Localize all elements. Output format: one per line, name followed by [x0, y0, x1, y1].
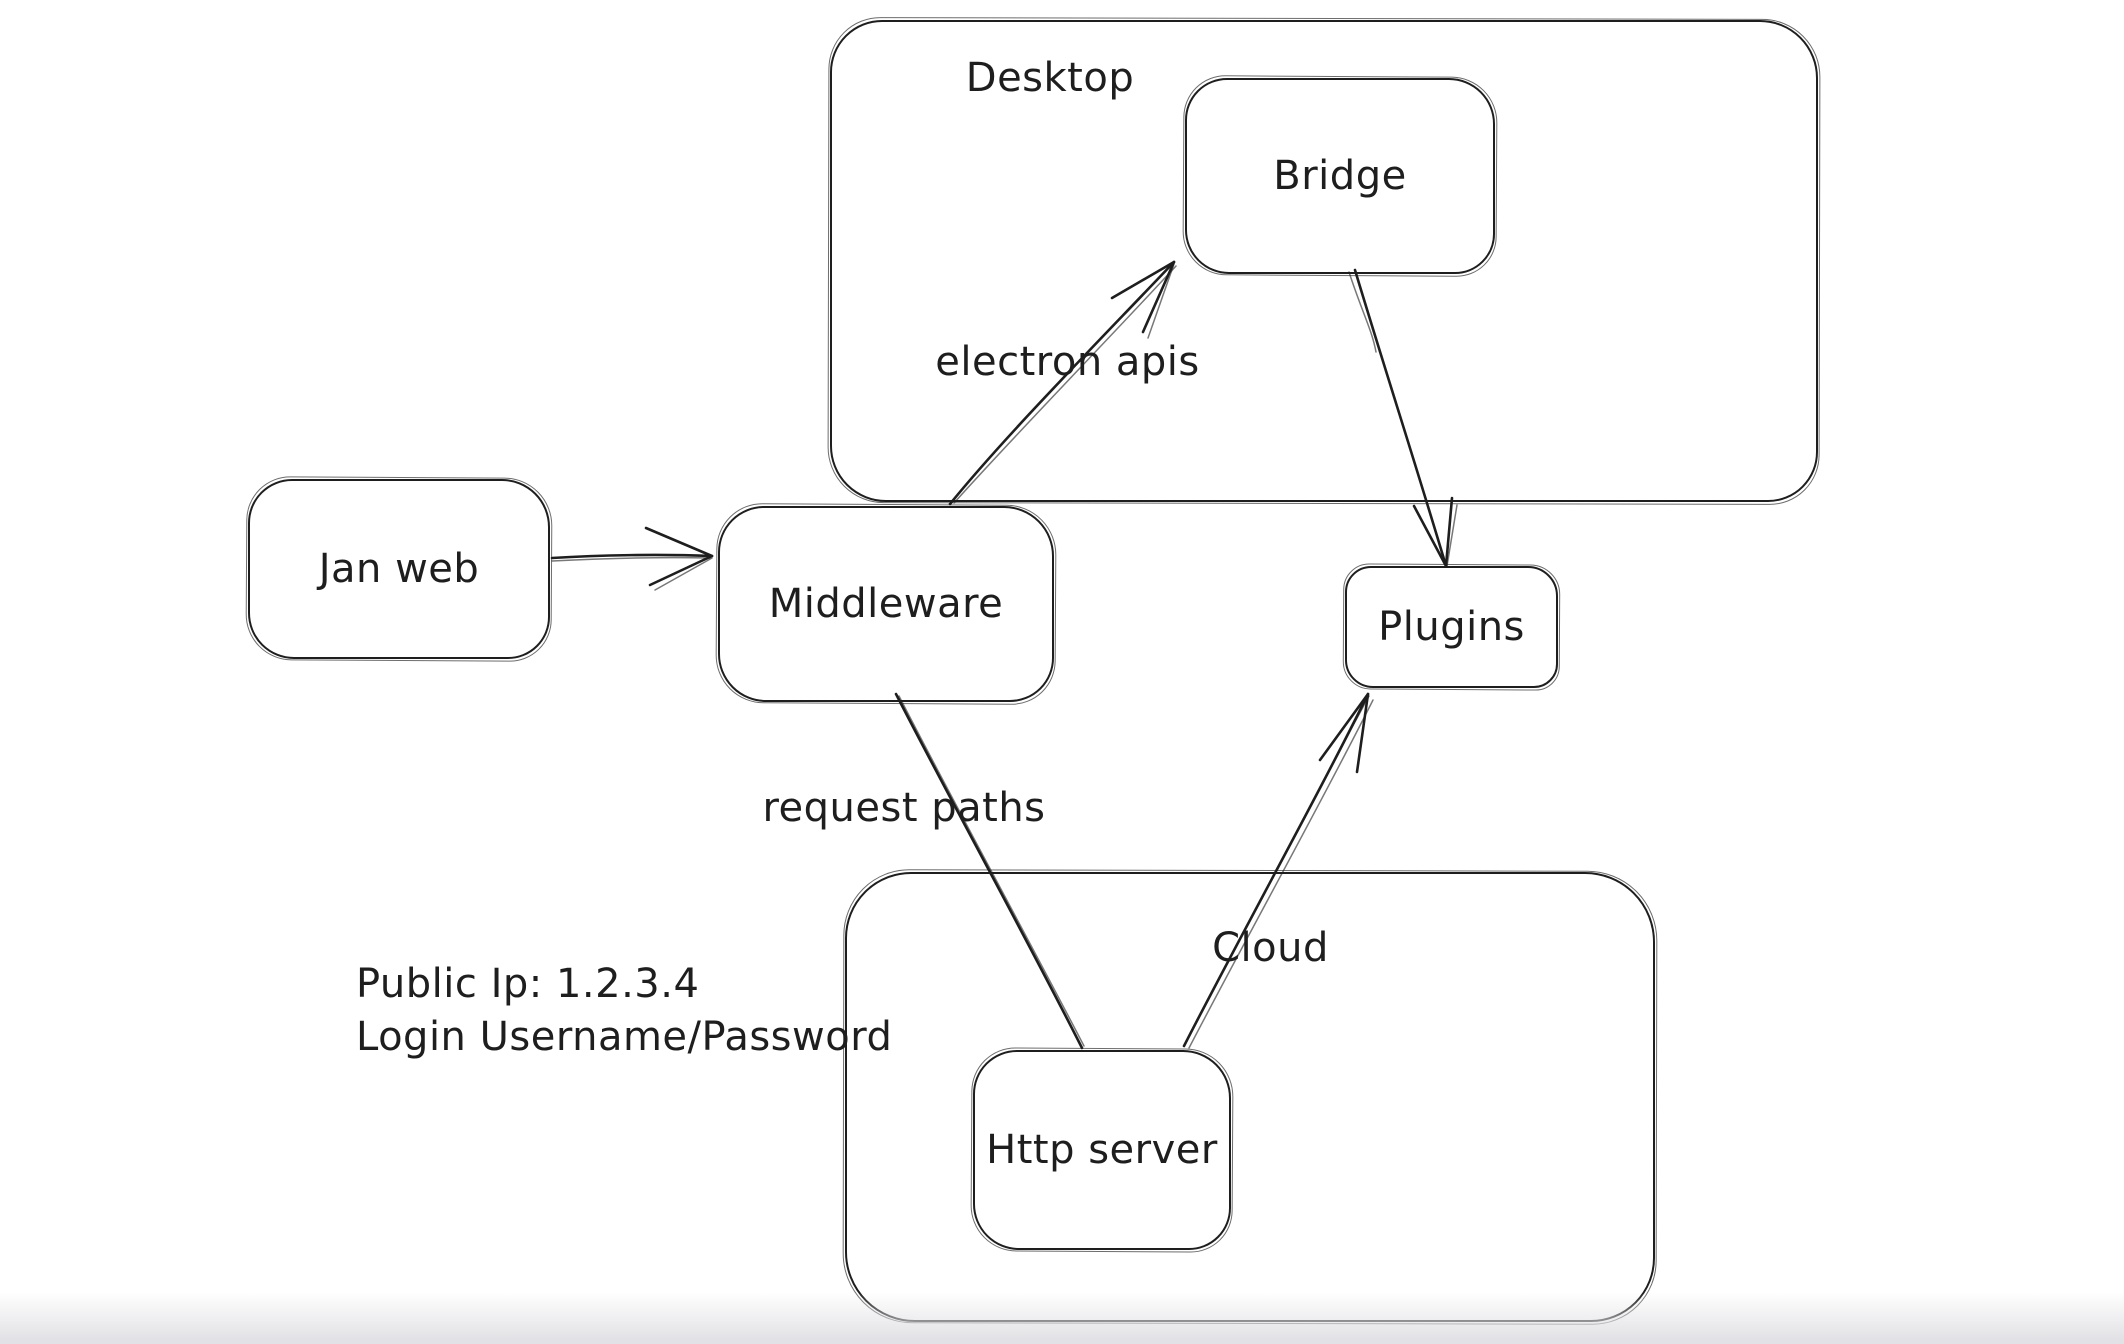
- node-plugins[interactable]: Plugins: [1345, 566, 1558, 688]
- arrow-middleware-to-bridge-shaft: [948, 260, 1176, 506]
- arrow-jan-web-to-middleware[interactable]: [550, 526, 714, 591]
- arrow-http-server-to-plugins-head: [1318, 692, 1370, 774]
- arrow-bridge-to-plugins-shaft-ghost: [1348, 271, 1377, 353]
- bottom-edge-fade: [0, 1292, 2124, 1344]
- cloud-container-title[interactable]: Cloud: [1203, 922, 1338, 974]
- arrow-middleware-to-bridge-head-ghost: [1147, 263, 1175, 339]
- arrow-jan-web-to-middleware-shaft: [550, 553, 714, 560]
- arrow-jan-web-to-middleware-shaft-ghost: [551, 556, 711, 562]
- arrow-bridge-to-plugins[interactable]: [1348, 268, 1458, 568]
- edge-label-electron-apis[interactable]: electron apis: [930, 336, 1205, 388]
- edge-label-request-paths-text: request paths: [762, 785, 1046, 831]
- node-bridge-label: Bridge: [1273, 153, 1407, 199]
- line-middleware-to-http-server[interactable]: [894, 692, 1085, 1050]
- arrow-bridge-to-plugins-head-ghost: [1446, 504, 1458, 567]
- cloud-container-title-text: Cloud: [1212, 925, 1329, 971]
- edge-label-request-paths[interactable]: request paths: [758, 782, 1050, 834]
- credentials-note-line2: Login Username/Password: [356, 1014, 893, 1060]
- arrow-http-server-to-plugins-shaft-ghost: [1188, 699, 1374, 1049]
- desktop-container-title-text: Desktop: [965, 55, 1135, 101]
- edge-label-electron-apis-text: electron apis: [935, 339, 1200, 385]
- arrow-middleware-to-bridge-head: [1110, 260, 1176, 334]
- arrow-middleware-to-bridge[interactable]: [948, 260, 1177, 506]
- arrow-http-server-to-plugins-shaft: [1182, 692, 1370, 1048]
- line-middleware-to-http-server-shaft: [894, 692, 1084, 1050]
- node-jan-web[interactable]: Jan web: [248, 479, 550, 659]
- arrow-middleware-to-bridge-shaft-ghost: [953, 265, 1177, 504]
- credentials-note[interactable]: Public Ip: 1.2.3.4 Login Username/Passwo…: [356, 958, 892, 1064]
- node-http-server[interactable]: Http server: [973, 1050, 1231, 1250]
- node-plugins-label: Plugins: [1378, 604, 1525, 650]
- desktop-container-title[interactable]: Desktop: [955, 50, 1145, 106]
- desktop-container-box[interactable]: [830, 20, 1818, 502]
- line-middleware-to-http-server-shaft-ghost: [898, 695, 1085, 1047]
- node-http-server-label: Http server: [986, 1127, 1218, 1173]
- arrow-http-server-to-plugins-head-ghost: [1329, 695, 1370, 769]
- arrow-jan-web-to-middleware-head-ghost: [654, 557, 713, 591]
- node-jan-web-label: Jan web: [318, 546, 480, 592]
- arrow-http-server-to-plugins[interactable]: [1182, 692, 1374, 1049]
- node-bridge[interactable]: Bridge: [1185, 78, 1495, 274]
- node-middleware-label: Middleware: [768, 581, 1004, 627]
- arrow-bridge-to-plugins-shaft: [1353, 268, 1448, 568]
- arrow-jan-web-to-middleware-head: [644, 526, 714, 587]
- credentials-note-line1: Public Ip: 1.2.3.4: [356, 961, 700, 1007]
- node-middleware[interactable]: Middleware: [718, 506, 1054, 702]
- arrow-bridge-to-plugins-head: [1412, 496, 1454, 568]
